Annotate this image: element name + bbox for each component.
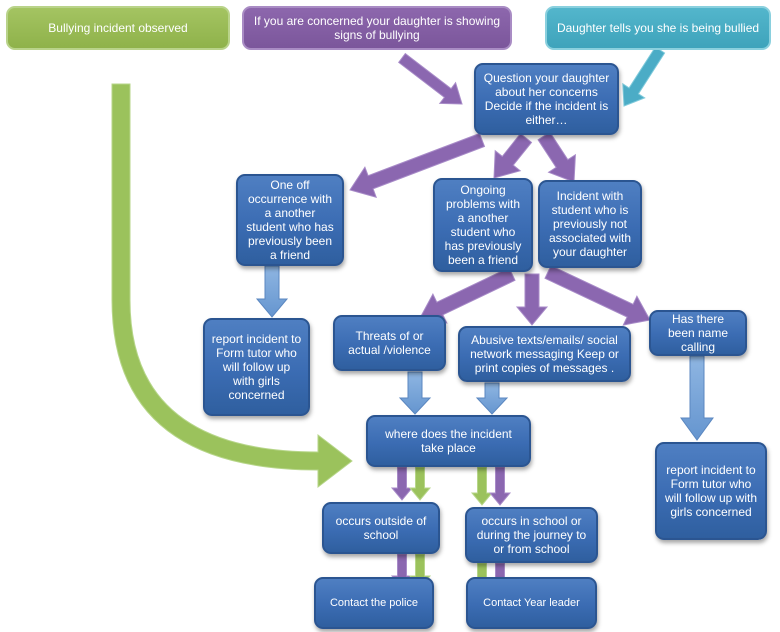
- concerned-signs-box: If you are concerned your daughter is sh…: [242, 6, 512, 50]
- arrow-one-off-to-report: [255, 265, 289, 318]
- arrow-question-to-one-off: [349, 132, 486, 198]
- contact-year-leader-box: Contact Year leader: [466, 577, 597, 629]
- one-off-occurrence-box: One off occurrence with a another studen…: [236, 174, 344, 266]
- abusive-messages-box: Abusive texts/emails/ social network mes…: [458, 326, 631, 382]
- arrow-name-calling-to-report: [680, 355, 714, 441]
- arrow-question-to-not-associated: [537, 131, 576, 183]
- arrow-threats-to-where: [398, 371, 432, 415]
- ongoing-problems-box: Ongoing problems with a another student …: [433, 178, 533, 272]
- not-associated-box: Incident with student who is previously …: [538, 180, 642, 268]
- occurs-outside-box: occurs outside of school: [322, 502, 440, 554]
- occurs-in-school-box: occurs in school or during the journey t…: [465, 507, 598, 563]
- arrow-where-to-inside-green: [470, 466, 494, 506]
- report-form-tutor-left-box: report incident to Form tutor who will f…: [203, 318, 310, 416]
- where-incident-box: where does the incident take place: [366, 415, 531, 467]
- arrow-ongoing-to-abusive: [515, 273, 549, 326]
- threats-violence-box: Threats of or actual /violence: [333, 315, 446, 371]
- arrow-where-to-inside: [488, 466, 512, 506]
- arrow-question-to-ongoing: [493, 132, 533, 179]
- bullying-observed-box: Bullying incident observed: [6, 6, 230, 50]
- arrow-concerned-to-question: [398, 52, 463, 105]
- arrow-daughter-to-question: [622, 46, 666, 107]
- name-calling-box: Has there been name calling: [649, 310, 747, 356]
- contact-police-box: Contact the police: [314, 577, 434, 629]
- arrow-ongoing-to-name-calling: [544, 265, 651, 326]
- report-form-tutor-right-box: report incident to Form tutor who will f…: [655, 442, 767, 540]
- question-daughter-box: Question your daughter about her concern…: [474, 63, 619, 135]
- arrow-abusive-to-where: [475, 382, 509, 415]
- daughter-tells-box: Daughter tells you she is being bullied: [545, 6, 771, 50]
- arrow-where-to-outside: [390, 466, 414, 501]
- arrow-green-long: [111, 83, 353, 489]
- arrow-where-to-outside-green: [408, 466, 432, 501]
